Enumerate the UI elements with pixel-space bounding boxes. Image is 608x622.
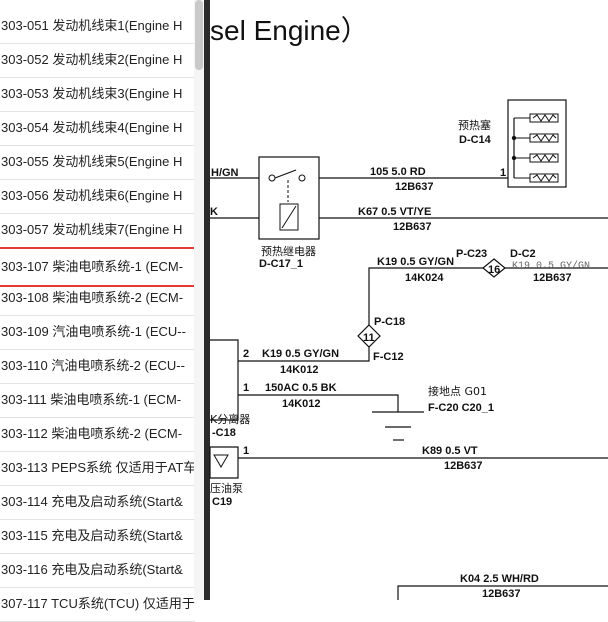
wire-k67-label: K67 0.5 VT/YE: [358, 206, 431, 218]
glow-plug-connector: [507, 99, 567, 188]
diagram-list-item[interactable]: 307-117 TCU系统(TCU) 仅适用于: [0, 587, 195, 622]
diagram-list-item[interactable]: 303-057 发动机线束7(Engine H: [0, 213, 195, 248]
diagram-list-item[interactable]: 303-115 充电及启动系统(Start&: [0, 519, 195, 554]
wire-k19-top-label: K19 0.5 GY/GN: [377, 256, 454, 268]
diagram-list-item[interactable]: 303-111 柴油电喷系统-1 (ECM-: [0, 383, 195, 418]
water-separator-label: K分离器: [210, 412, 250, 426]
wire-k89-label: K89 0.5 VT: [422, 445, 478, 457]
ground-point-label: 接地点 G01: [428, 385, 487, 398]
fuel-pump-code: C19: [212, 496, 232, 508]
diagram-list-item[interactable]: 303-109 汽油电喷系统-1 (ECU--: [0, 315, 195, 350]
diagram-list-item[interactable]: 303-056 发动机线束6(Engine H: [0, 179, 195, 214]
wire-k04-harness: 12B637: [482, 588, 521, 600]
fuel-pump-connector: [209, 446, 239, 479]
sidebar-scrollbar-track[interactable]: [194, 0, 204, 600]
glow-plug-code: D-C14: [459, 134, 492, 146]
diagram-list-item[interactable]: 303-110 汽油电喷系统-2 (ECU--: [0, 349, 195, 384]
water-separator-code: -C18: [212, 427, 236, 439]
diagram-list-item[interactable]: 303-108 柴油电喷系统-2 (ECM-: [0, 281, 195, 316]
wire-k19-right-harness: 12B637: [533, 272, 572, 284]
splice-11-number: 11: [363, 332, 375, 344]
diagram-list-item[interactable]: 303-116 充电及启动系统(Start&: [0, 553, 195, 588]
diagram-list-item[interactable]: 303-114 充电及启动系统(Start&: [0, 485, 195, 520]
connector-fc12: F-C12: [373, 351, 404, 363]
splice-16-number: 16: [488, 264, 500, 276]
relay-code: D-C17_1: [259, 258, 303, 270]
wire-k67-harness: 12B637: [393, 221, 432, 233]
wire-150ac-pin: 1: [243, 382, 249, 394]
wire-105-pin: 1: [500, 167, 506, 179]
ground-point-code: F-C20 C20_1: [428, 402, 494, 414]
wire-k19: [368, 267, 483, 325]
glow-plug-relay: [258, 156, 320, 240]
wiring-diagram-canvas: sel Engine） 预热塞 D-C14 预热继电器 D-C17_1 105 …: [209, 15, 608, 600]
diagram-list-item[interactable]: 303-051 发动机线束1(Engine H: [0, 9, 195, 44]
diagram-list-item[interactable]: 303-055 发动机线束5(Engine H: [0, 145, 195, 180]
diagram-list-item[interactable]: 303-113 PEPS系统 仅适用于AT车: [0, 451, 196, 486]
connector-pc18: P-C18: [374, 316, 405, 328]
wire-k-left: K: [210, 206, 218, 218]
wire-k19-mid-pin: 2: [243, 348, 249, 360]
wire-k89-harness: 12B637: [444, 460, 483, 472]
connector-pc23: P-C23: [456, 248, 487, 260]
diagram-list-item[interactable]: 303-054 发动机线束4(Engine H: [0, 111, 195, 146]
diagram-list-item[interactable]: 303-053 发动机线束3(Engine H: [0, 77, 195, 112]
splice-16: [482, 258, 506, 278]
wire-k19-top-harness: 14K024: [405, 272, 444, 284]
wire-150ac: [238, 394, 399, 412]
wire-150ac-label: 150AC 0.5 BK: [265, 382, 337, 394]
diagram-title: sel Engine）: [210, 15, 369, 46]
fuel-pump-label: 压油泵: [210, 481, 243, 495]
sidebar-scrollbar-thumb[interactable]: [195, 0, 203, 70]
wire-k04: [397, 585, 608, 600]
water-separator-connector: [210, 339, 239, 421]
pump-icon: [213, 454, 229, 468]
glow-plug-label: 预热塞: [458, 118, 491, 132]
wire-k89-pin: 1: [243, 445, 249, 457]
diagram-list-item[interactable]: 303-052 发动机线束2(Engine H: [0, 43, 195, 78]
relay-label: 预热继电器: [261, 245, 316, 258]
diagram-list-item[interactable]: 303-112 柴油电喷系统-2 (ECM-: [0, 417, 195, 452]
wire-k04-label: K04 2.5 WH/RD: [460, 573, 539, 585]
wire-105-harness: 12B637: [395, 181, 434, 193]
wire-150ac-harness: 14K012: [282, 398, 321, 410]
wire-k19-right-label: K19 0.5 GY/GN: [512, 260, 590, 272]
wire-wh-gn-label: H/GN: [211, 167, 239, 179]
wiring-diagram-viewer[interactable]: sel Engine） 预热塞 D-C14 预热继电器 D-C17_1 105 …: [209, 0, 608, 600]
wire-k19-mid-label: K19 0.5 GY/GN: [262, 348, 339, 360]
wire-k19-mid-harness: 14K012: [280, 364, 319, 376]
panel-divider[interactable]: [204, 0, 210, 600]
wire-105-label: 105 5.0 RD: [370, 166, 426, 178]
connector-dc2: D-C2: [510, 248, 536, 260]
